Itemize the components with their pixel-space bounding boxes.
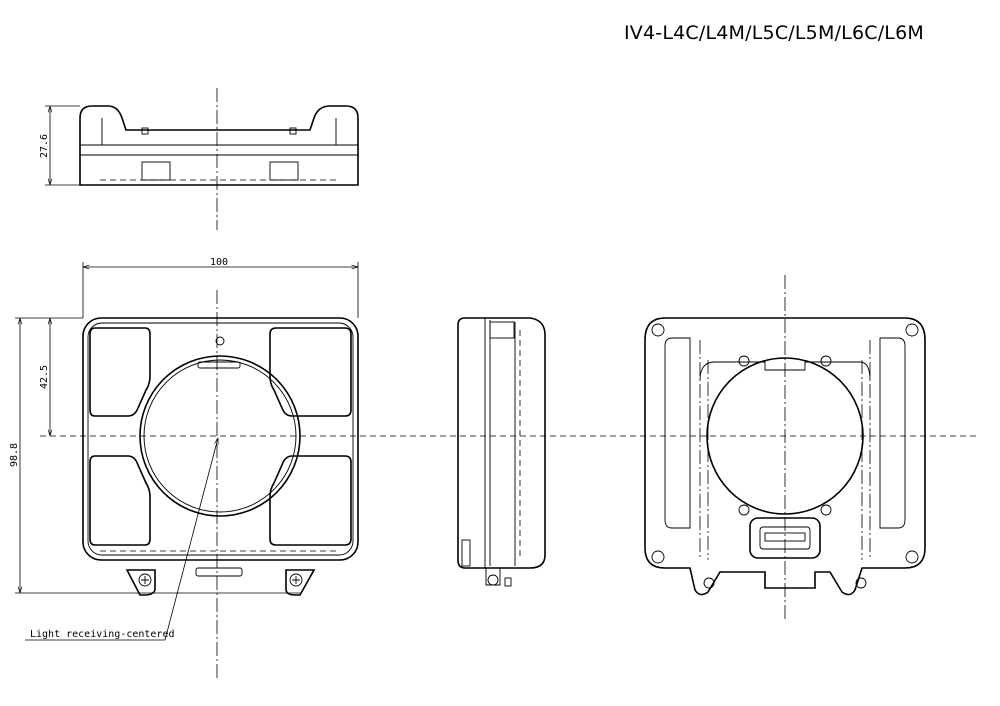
dim-27-6: 27.6 [39, 134, 50, 158]
dim-42-5: 42.5 [39, 365, 50, 389]
callout-light-receiving-centered: Light receiving-centered [30, 629, 175, 640]
front-view: 100 98.8 42.5 Light receiving-centered [9, 257, 980, 680]
dim-98-8: 98.8 [9, 443, 20, 467]
drawing-title: IV4-L4C/L4M/L5C/L5M/L6C/L6M [624, 22, 924, 44]
top-view: 27.6 [39, 88, 359, 230]
side-view [457, 317, 546, 587]
dim-100: 100 [210, 257, 228, 268]
back-view [644, 275, 926, 620]
